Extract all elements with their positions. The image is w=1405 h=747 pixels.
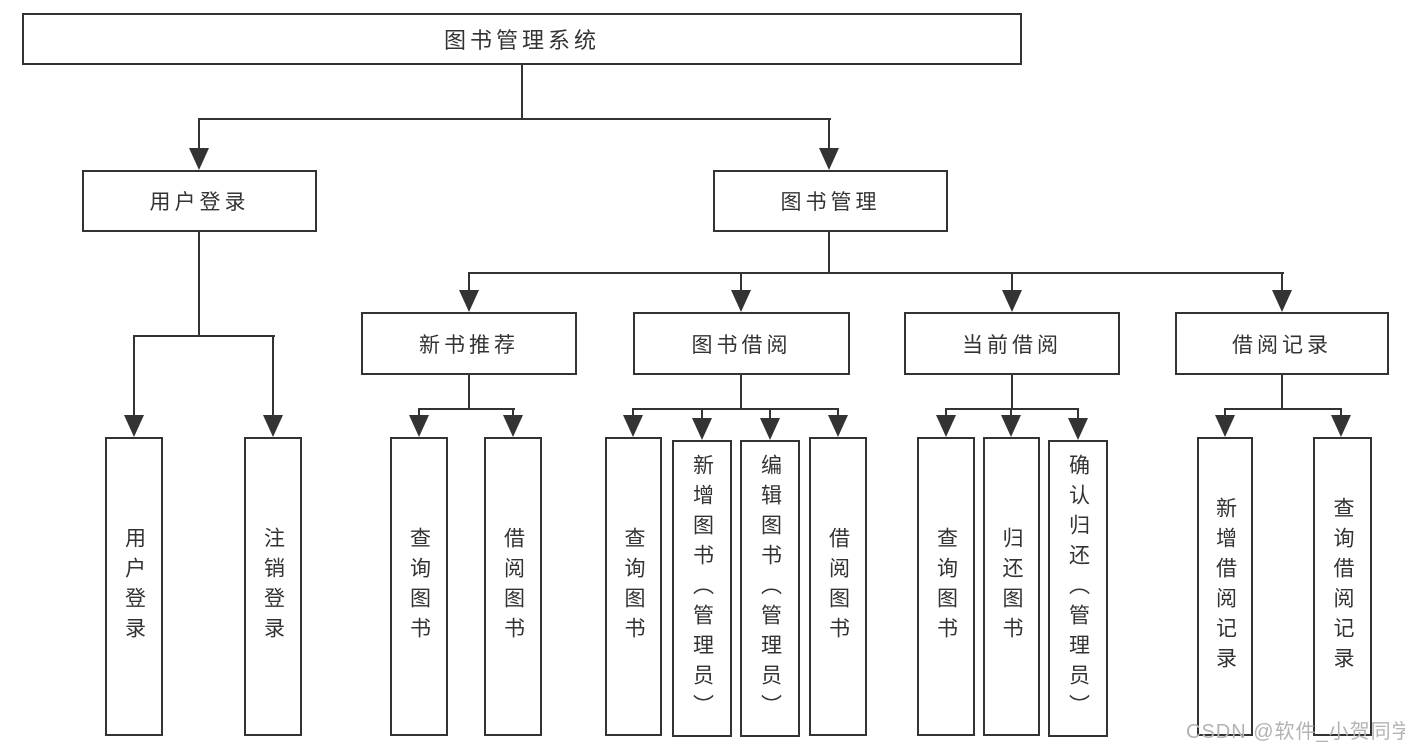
connector-new-book-rec-split [418, 408, 515, 410]
arrowhead-down-icon [623, 415, 643, 437]
node-book-management: 图书管理 [713, 170, 948, 232]
node-label: 查询借阅记录 [1331, 496, 1355, 677]
arrowhead-down-icon [1001, 415, 1021, 437]
connector-to-leaf-logout [272, 335, 274, 415]
connector-stub [1340, 408, 1342, 416]
node-label: 图书借阅 [691, 333, 792, 357]
node-label: 用户登录 [122, 526, 146, 647]
connector-stub [418, 408, 420, 416]
connector-stub [1224, 408, 1226, 416]
node-user-login: 用户登录 [82, 170, 317, 232]
connector-user-login-split [133, 335, 275, 337]
node-label: 查询图书 [407, 526, 431, 647]
connector-to-leaf-user-login [133, 335, 135, 415]
node-label: 查询图书 [622, 526, 646, 647]
connector-root-split [198, 118, 831, 120]
arrowhead-down-icon [1272, 290, 1292, 312]
node-label: 确认归还（管理员） [1066, 453, 1090, 724]
arrowhead-down-icon [819, 148, 839, 170]
connector-book-mgmt-split [468, 272, 1284, 274]
arrowhead-down-icon [731, 290, 751, 312]
node-label: 新增图书（管理员） [690, 453, 714, 724]
connector-user-login-down [198, 232, 200, 337]
arrowhead-down-icon [936, 415, 956, 437]
connector-stub [512, 408, 514, 416]
node-label: 编辑图书（管理员） [758, 453, 782, 724]
leaf-borrow-books: 借阅图书 [484, 437, 542, 736]
node-new-book-recommend: 新书推荐 [361, 312, 577, 375]
node-label: 借阅图书 [501, 526, 525, 647]
connector-stub [769, 408, 771, 419]
connector-to-user-login [198, 118, 200, 150]
connector-to-current-borrow [1011, 272, 1013, 292]
node-current-borrowing: 当前借阅 [904, 312, 1120, 375]
connector-stub [1077, 408, 1079, 419]
arrowhead-down-icon [1068, 418, 1088, 440]
csdn-watermark: CSDN @软件_小贺同学 [1186, 721, 1405, 743]
connector-borrow-records-split [1224, 408, 1342, 410]
leaf-confirm-return-admin: 确认归还（管理员） [1048, 440, 1108, 737]
connector-new-book-rec-down [468, 375, 470, 409]
leaf-query-books: 查询图书 [605, 437, 662, 736]
leaf-edit-books-admin: 编辑图书（管理员） [740, 440, 800, 737]
arrowhead-down-icon [459, 290, 479, 312]
leaf-query-borrow-record: 查询借阅记录 [1313, 437, 1372, 736]
leaf-return-books: 归还图书 [983, 437, 1040, 736]
node-label: 图书管理系统 [443, 28, 600, 53]
connector-stub [632, 408, 634, 416]
arrowhead-down-icon [409, 415, 429, 437]
connector-stub [1010, 408, 1012, 416]
arrowhead-down-icon [1331, 415, 1351, 437]
node-label: 新增借阅记录 [1213, 496, 1237, 677]
arrowhead-down-icon [189, 148, 209, 170]
connector-book-borrow-split [632, 408, 839, 410]
node-label: 新书推荐 [419, 333, 519, 357]
leaf-user-login: 用户登录 [105, 437, 163, 736]
connector-current-borrow-down [1011, 375, 1013, 409]
connector-root-down [521, 65, 523, 119]
connector-current-borrow-split [945, 408, 1079, 410]
node-label: 用户登录 [149, 191, 250, 214]
node-label: 借阅记录 [1232, 333, 1332, 357]
connector-to-new-book-rec [468, 272, 470, 292]
node-borrowing-records: 借阅记录 [1175, 312, 1389, 375]
connector-stub [837, 408, 839, 416]
connector-stub [701, 408, 703, 419]
arrowhead-down-icon [1002, 290, 1022, 312]
arrowhead-down-icon [503, 415, 523, 437]
leaf-add-books-admin: 新增图书（管理员） [672, 440, 732, 737]
leaf-query-books: 查询图书 [917, 437, 975, 736]
node-label: 图书管理 [780, 191, 881, 214]
arrowhead-down-icon [760, 418, 780, 440]
node-label: 查询图书 [934, 526, 958, 647]
leaf-query-books: 查询图书 [390, 437, 448, 736]
leaf-add-borrow-record: 新增借阅记录 [1197, 437, 1253, 736]
arrowhead-down-icon [692, 418, 712, 440]
node-label: 当前借阅 [962, 333, 1062, 357]
leaf-borrow-books: 借阅图书 [809, 437, 867, 736]
node-label: 注销登录 [261, 526, 285, 647]
connector-stub [945, 408, 947, 416]
arrowhead-down-icon [1215, 415, 1235, 437]
arrowhead-down-icon [828, 415, 848, 437]
connector-to-borrow-records [1281, 272, 1283, 292]
connector-book-borrow-down [740, 375, 742, 409]
arrowhead-down-icon [124, 415, 144, 437]
connector-to-book-borrow [740, 272, 742, 292]
node-label: 借阅图书 [826, 526, 850, 647]
node-label: 归还图书 [1000, 526, 1024, 647]
connector-to-book-mgmt [828, 118, 830, 150]
connector-borrow-records-down [1281, 375, 1283, 409]
node-library-management-system: 图书管理系统 [22, 13, 1022, 65]
connector-book-mgmt-down [828, 232, 830, 274]
arrowhead-down-icon [263, 415, 283, 437]
node-book-borrowing: 图书借阅 [633, 312, 850, 375]
leaf-logout: 注销登录 [244, 437, 302, 736]
